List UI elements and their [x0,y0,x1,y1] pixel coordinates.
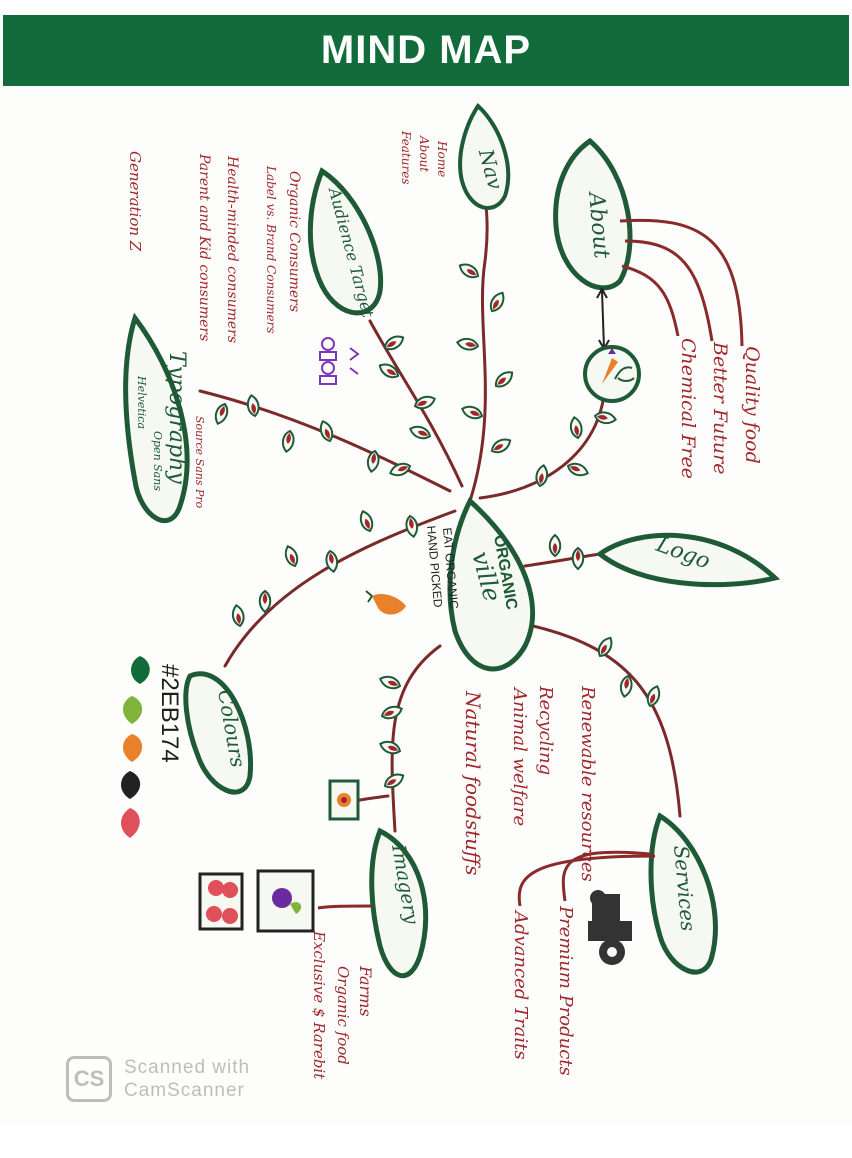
tractor-icon [588,890,632,965]
people-icon [319,337,360,385]
node-typography: Typography Source Sans Pro Open Sans Hel… [123,312,206,524]
node-colours: Colours #2EB174 [121,656,254,838]
audience-item-3: Health-minded consumers [224,155,240,343]
node-center: ORGANIC ville EAT ORGANIC HAND PICKED [365,496,535,672]
typography-font-3: Helvetica [135,375,148,429]
vine-imagery [390,644,442,833]
services-item-3: Animal welfare [509,686,530,826]
vine-logo [523,552,602,568]
carrot-icon [365,590,406,615]
node-services: Services Renewable resources Recycling A… [461,685,718,1076]
nav-item-home: Home [435,140,449,177]
about-item-future: Better Future [709,341,731,474]
fruit-picture-icon [256,869,315,933]
node-audience: Audience Target Organic Consumers Label … [126,151,384,385]
node-logo: Logo [595,532,781,588]
node-imagery: Imagery Farms Organic food Exclusive $ R… [198,779,429,1080]
services-item-4: Natural foodstuffs [461,690,485,875]
flower-picture-icon [328,779,360,821]
colours-hex: #2EB174 [156,664,183,763]
vine-services [518,621,682,818]
camscanner-watermark: CS Scanned with CamScanner [66,1056,250,1102]
carrot-emblem [583,345,641,403]
tomato-picture-icon [198,872,244,931]
services-item-1: Renewable resources [577,685,598,882]
typography-font-2: Open Sans [151,431,164,491]
vine-branches [198,179,682,833]
watermark-line-2: CamScanner [124,1080,245,1101]
mind-map: Nav Home About Features About Quality fo… [121,102,781,1080]
audience-item-2: Label vs. Brand Consumers [264,165,278,333]
audience-item-4: Parent and Kid consumers [196,153,212,341]
imagery-item-3: Exclusive $ Rarebit [310,930,328,1080]
about-item-chemical: Chemical Free [677,338,699,479]
vine-audience [368,319,464,488]
node-about: About Quality food Better Future Chemica… [553,137,763,479]
services-item-5: Premium Products [555,905,576,1076]
services-item-6: Advanced Traits [510,909,531,1060]
nav-item-features: Features [399,130,413,184]
vine-colours [223,509,457,668]
vine-typography [198,389,452,493]
watermark-line-1: Scanned with [124,1057,251,1078]
audience-item-5: Generation Z [126,151,144,252]
node-nav: Nav Home About Features [399,102,511,210]
nav-item-about: About [417,135,431,172]
typography-label: Typography [164,351,189,484]
page-title: MIND MAP [320,28,532,72]
imagery-item-1: Farms [356,965,375,1017]
watermark-text: Scanned with CamScanner [124,1056,250,1102]
typography-font-1: Source Sans Pro [193,416,206,509]
services-item-2: Recycling [535,685,556,775]
camscanner-logo: CS [66,1056,112,1102]
about-label: About [583,189,614,259]
colour-swatches [121,656,150,838]
vine-about [478,384,607,500]
about-item-quality: Quality food [741,346,763,464]
imagery-item-2: Organic food [334,966,352,1065]
title-banner: MIND MAP [3,15,849,86]
audience-item-1: Organic Consumers [286,171,302,312]
